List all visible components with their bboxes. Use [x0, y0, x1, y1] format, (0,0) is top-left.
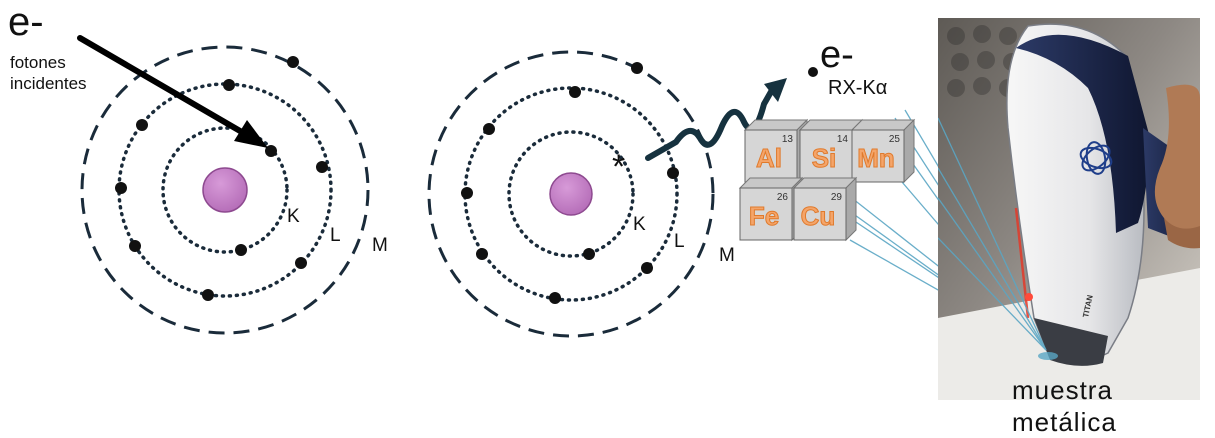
sample-label: muestra metálica: [1012, 375, 1117, 437]
emitted-electron-label: e-: [820, 34, 854, 76]
emitted-electron: [808, 67, 818, 77]
element-symbol: Cu: [801, 201, 836, 231]
atomic-number: 14: [837, 134, 849, 145]
atomic-number: 26: [777, 192, 789, 203]
atom-right-shell-l-label: L: [674, 231, 685, 252]
atomic-number: 29: [831, 192, 843, 203]
electron: [667, 167, 679, 179]
electron: [569, 86, 581, 98]
bruker-logo: [1079, 141, 1113, 175]
shell-m-orbit: [427, 50, 715, 338]
electron: [129, 240, 141, 252]
electron: [549, 292, 561, 304]
atom-right-shell-m-label: M: [719, 245, 735, 266]
electron: [476, 248, 488, 260]
nucleus: [549, 172, 593, 216]
electron: [631, 62, 643, 74]
atom-left-shell-m-label: M: [372, 235, 388, 256]
electron: [295, 257, 307, 269]
shell-k-orbit: [507, 130, 635, 258]
atom-right-shell-k-label: K: [633, 214, 646, 235]
atom-left-shell-l-label: L: [330, 225, 341, 246]
element-symbol: Al: [756, 143, 782, 173]
electron: [115, 182, 127, 194]
atomic-number: 13: [782, 134, 794, 145]
shell-m-orbit: [80, 45, 370, 335]
electron: [316, 161, 328, 173]
electrons: [115, 56, 328, 301]
element-symbol: Si: [812, 143, 837, 173]
electron: [235, 244, 247, 256]
electron: [202, 289, 214, 301]
electron: [461, 187, 473, 199]
electron: [223, 79, 235, 91]
incident-electron-label: e-: [8, 0, 44, 44]
shell-k-orbit: [161, 126, 289, 254]
atom-left-shell-k-label: K: [287, 206, 300, 227]
incident-photons-label: fotones incidentes: [10, 53, 87, 93]
analyzer-photo: TITAN: [938, 18, 1200, 400]
atomic-number: 25: [889, 134, 901, 145]
nucleus: [202, 167, 248, 213]
atom-left: [77, 35, 370, 335]
electron: [136, 119, 148, 131]
electron: [583, 248, 595, 260]
xray-kalpha-label: RX-Kα: [828, 77, 888, 99]
incident-arrow: [77, 35, 268, 148]
electron: [641, 262, 653, 274]
electron: [483, 123, 495, 135]
photo-illustration: TITAN: [938, 18, 1200, 400]
element-symbol: Fe: [749, 201, 779, 231]
element-symbol: Mn: [857, 143, 895, 173]
electrons: [461, 62, 679, 304]
electron: [287, 56, 299, 68]
vacancy-asterisk: *: [612, 148, 626, 186]
